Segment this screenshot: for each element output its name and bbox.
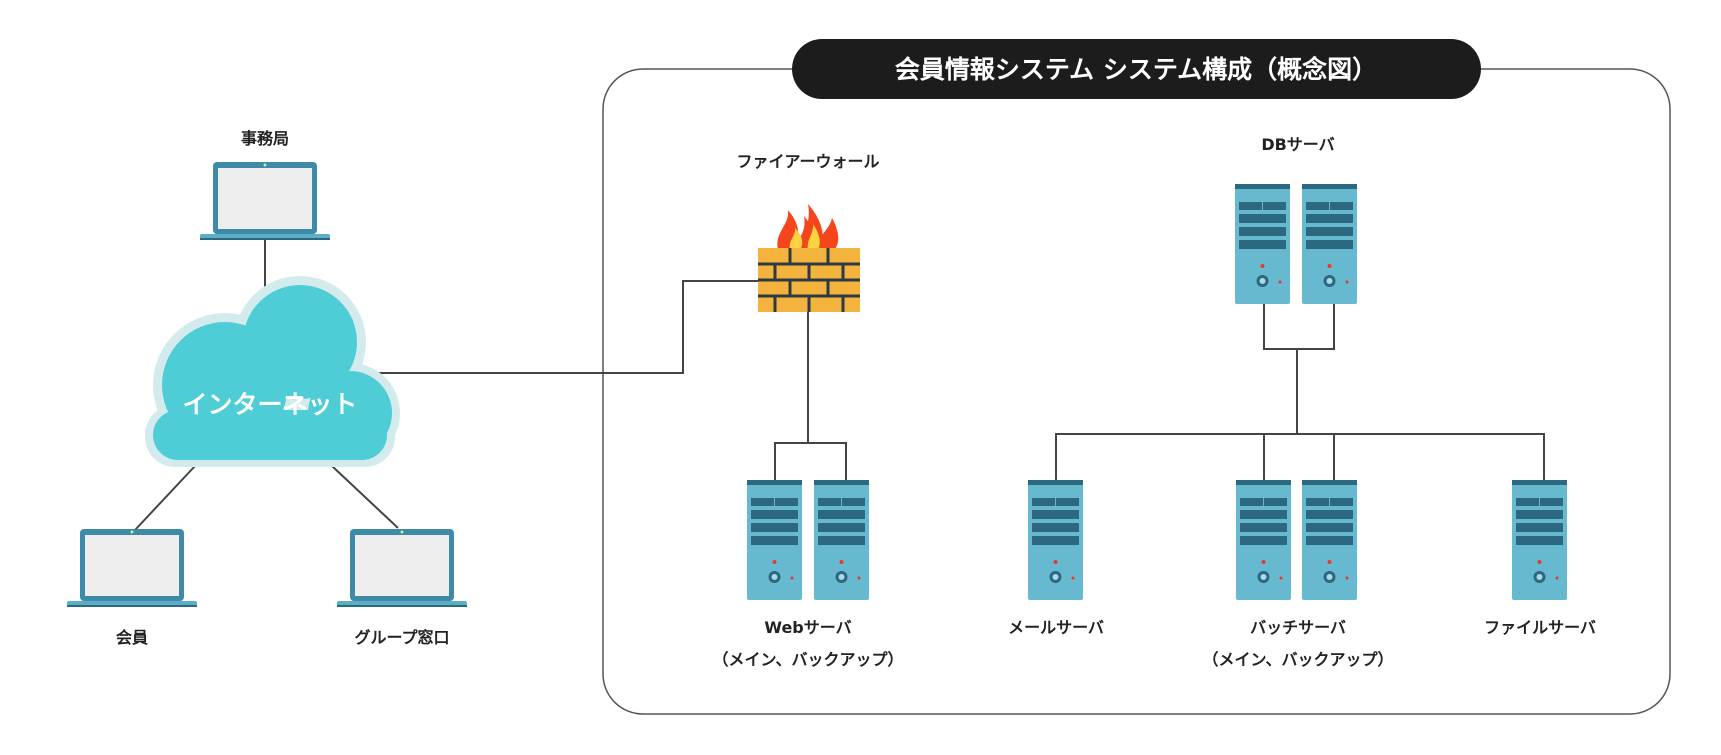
laptop-group — [337, 529, 467, 607]
db-server-main — [1234, 183, 1291, 305]
batch-server-main — [1235, 479, 1292, 601]
web-server-sublabel: （メイン、バックアップ） — [712, 650, 903, 669]
mail-server — [1027, 479, 1084, 601]
title-banner: 会員情報システム システム構成（概念図） — [792, 39, 1481, 99]
laptop-office — [200, 162, 330, 240]
firewall-icon — [758, 204, 860, 312]
db-server-backup — [1301, 183, 1358, 305]
laptop-member — [67, 529, 197, 607]
file-server — [1511, 479, 1568, 601]
batch-server-sublabel: （メイン、バックアップ） — [1202, 650, 1393, 669]
member-label: 会員 — [116, 628, 148, 647]
cloud-label: インターネット — [182, 390, 357, 419]
file-server-label: ファイルサーバ — [1484, 618, 1596, 637]
batch-server-label: バッチサーバ — [1250, 618, 1346, 637]
group-label: グループ窓口 — [354, 628, 449, 647]
batch-server-backup — [1301, 479, 1358, 601]
web-server-label: Webサーバ — [764, 618, 851, 637]
mail-server-label: メールサーバ — [1008, 618, 1104, 637]
internet-cloud: インターネット — [145, 276, 400, 467]
connection-lines — [134, 240, 1545, 531]
web-server-main — [746, 479, 803, 601]
diagram-title: 会員情報システム システム構成（概念図） — [895, 55, 1377, 84]
web-server-backup — [813, 479, 870, 601]
db-server-label: DBサーバ — [1261, 135, 1334, 154]
office-label: 事務局 — [241, 129, 289, 148]
firewall-label: ファイアーウォール — [736, 152, 879, 171]
